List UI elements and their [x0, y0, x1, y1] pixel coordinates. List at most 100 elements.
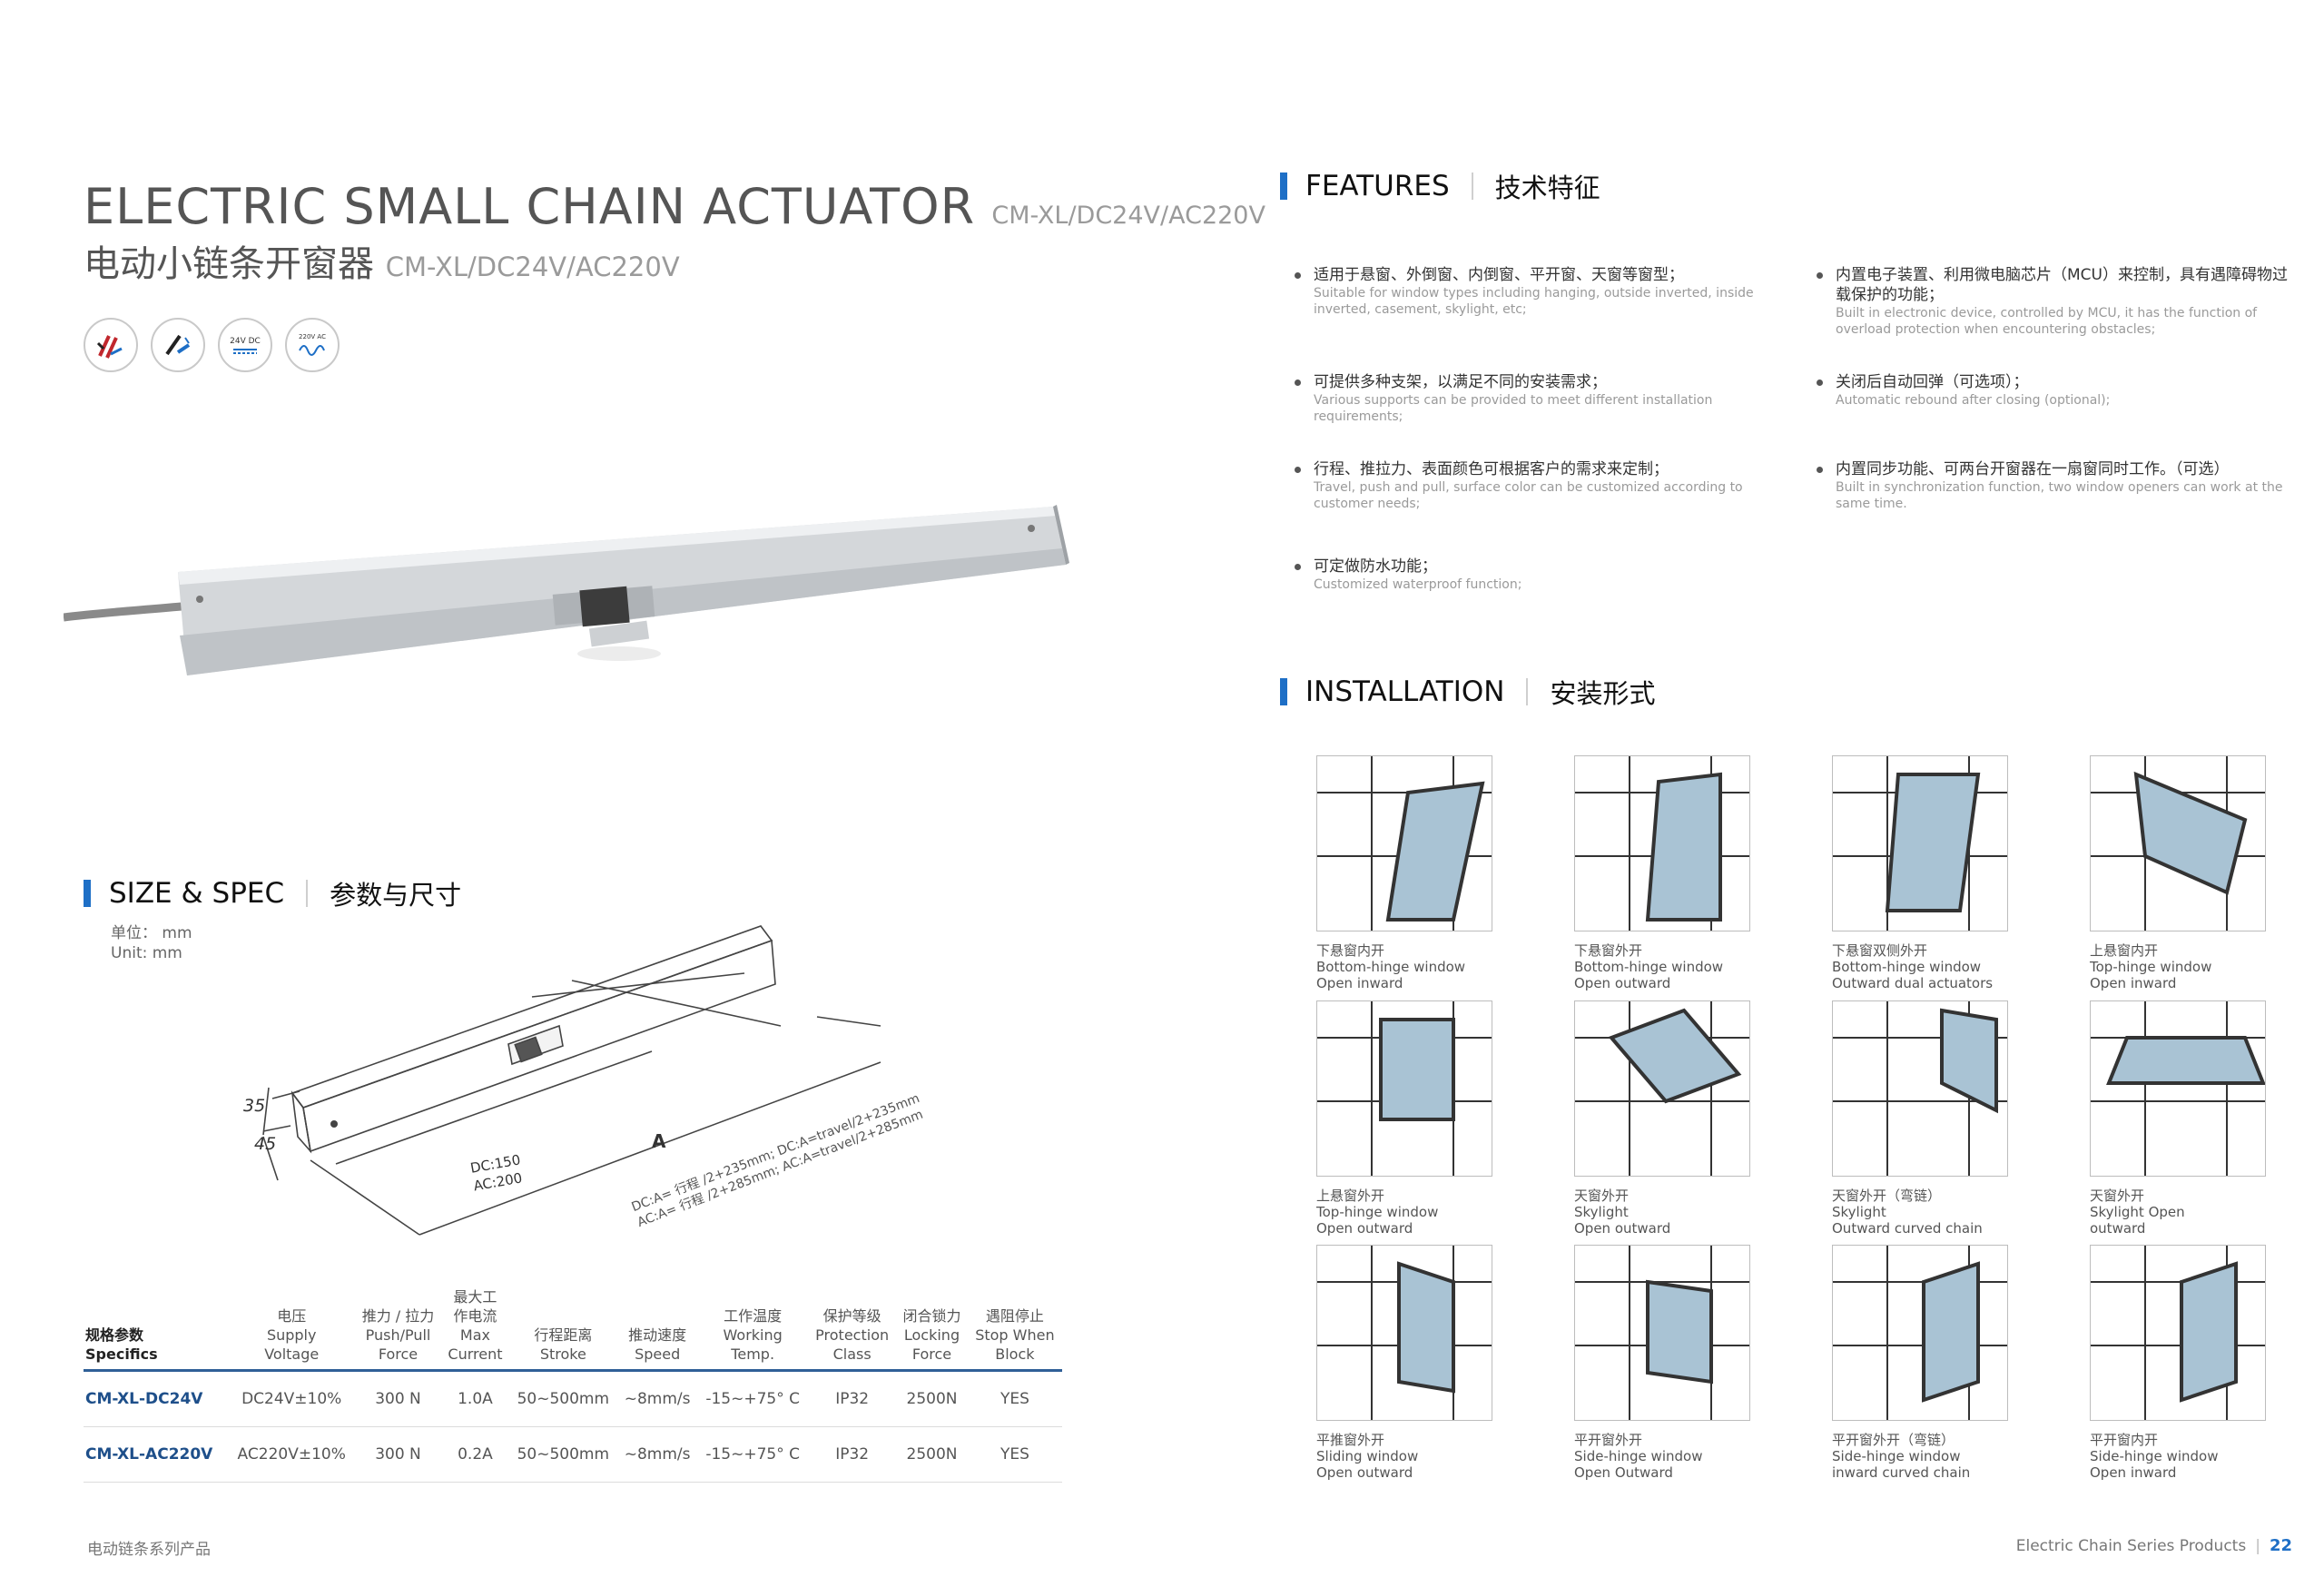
- features-heading: FEATURES 技术特征: [1280, 167, 1600, 205]
- dimension-drawing: 35 45 A DC:150 AC:200 DC:A= 行程 /2+235mm;…: [243, 925, 925, 1236]
- dim-a-label: A: [652, 1130, 666, 1152]
- feature-text-cn: 可提供多种支架，以满足不同的安装需求；: [1295, 372, 1768, 392]
- feature-text-cn: 可定做防水功能；: [1295, 557, 1768, 577]
- feature-text-en: Suitable for window types including hang…: [1314, 286, 1754, 317]
- ac-formula-note: AC:A= 行程 /2+285mm; AC:A=travel/2+285mm: [635, 1108, 925, 1230]
- model-cell: CM-XL-DC24V: [84, 1370, 229, 1427]
- footer-series-en: Electric Chain Series Products: [2015, 1536, 2247, 1555]
- skylight-outward-icon: [1574, 1000, 1750, 1177]
- size-spec-title-cn: 参数与尺寸: [330, 880, 462, 911]
- installation-heading: INSTALLATION 安装形式: [1280, 673, 1655, 711]
- spec-cell: -15~+75° C: [697, 1426, 809, 1483]
- feature-item: 可提供多种支架，以满足不同的安装需求；Various supports can …: [1295, 372, 1768, 425]
- product-title-cn: 电动小链条开窗器 CM-XL/DC24V/AC220V: [84, 243, 680, 285]
- features-title-cn: 技术特征: [1494, 172, 1600, 203]
- side-hinge-inward-icon: [2090, 1245, 2266, 1421]
- feature-text-en: Built in electronic device, controlled b…: [1836, 306, 2258, 337]
- spec-cell: YES: [967, 1426, 1062, 1483]
- skylight-curved-chain-icon: [1832, 1000, 2008, 1177]
- top-hinge-outward-icon: [1316, 1000, 1492, 1177]
- skylight-open-outward-icon: [2090, 1000, 2266, 1177]
- bottom-hinge-dual-icon: [1832, 755, 2008, 931]
- feature-item: 行程、推拉力、表面颜色可根据客户的需求来定制；Travel, push and …: [1295, 459, 1768, 512]
- footer-right: Electric Chain Series Products | 22: [2015, 1536, 2292, 1555]
- dim-45-label: 45: [254, 1134, 276, 1154]
- unit-label: 单位： mm Unit: mm: [111, 924, 192, 962]
- bottom-hinge-inward-icon: [1316, 755, 1492, 931]
- feature-text-cn: 内置电子装置、利用微电脑芯片（MCU）来控制，具有遇障碍物过载保护的功能；: [1817, 265, 2290, 305]
- feature-text-en: Customized waterproof function;: [1314, 577, 1522, 592]
- spec-cell: ~8mm/s: [617, 1370, 698, 1427]
- feature-text-en: Automatic rebound after closing (optiona…: [1836, 393, 2111, 408]
- rain-sensor-icon: [151, 318, 205, 372]
- feature-text-en: Various supports can be provided to meet…: [1314, 393, 1713, 424]
- spec-cell: ~8mm/s: [617, 1426, 698, 1483]
- product-photo: [64, 505, 1069, 675]
- spec-cell: 2500N: [896, 1426, 968, 1483]
- size-spec-title-en: SIZE & SPEC: [109, 877, 285, 910]
- spec-cell: YES: [967, 1370, 1062, 1427]
- page-number: 22: [2269, 1536, 2292, 1555]
- feature-text-cn: 适用于悬窗、外倒窗、内倒窗、平开窗、天窗等窗型；: [1295, 265, 1768, 285]
- feature-text-en: Travel, push and pull, surface color can…: [1314, 480, 1743, 511]
- feature-text-cn: 行程、推拉力、表面颜色可根据客户的需求来定制；: [1295, 459, 1768, 479]
- features-title-en: FEATURES: [1305, 170, 1450, 202]
- spec-cell: 50~500mm: [508, 1370, 618, 1427]
- feature-item: 可定做防水功能；Customized waterproof function;: [1295, 557, 1768, 593]
- feature-item: 内置电子装置、利用微电脑芯片（MCU）来控制，具有遇障碍物过载保护的功能；Bui…: [1817, 265, 2290, 338]
- spec-cell: -15~+75° C: [697, 1370, 809, 1427]
- dc-power-label: 24V DC: [230, 337, 261, 346]
- dim-35-label: 35: [243, 1096, 265, 1116]
- feature-item: 适用于悬窗、外倒窗、内倒窗、平开窗、天窗等窗型；Suitable for win…: [1295, 265, 1768, 318]
- spec-cell: 50~500mm: [508, 1426, 618, 1483]
- spec-cell: IP32: [808, 1370, 897, 1427]
- feature-item: 内置同步功能、可两台开窗器在一扇窗同时工作。（可选）Built in synch…: [1817, 459, 2290, 512]
- feature-badges: 24V DC 220V AC: [84, 318, 340, 372]
- spec-cell: 300 N: [354, 1426, 442, 1483]
- model-cell: CM-XL-AC220V: [84, 1426, 229, 1483]
- top-hinge-inward-icon: [2090, 755, 2266, 931]
- size-spec-heading: SIZE & SPEC 参数与尺寸: [84, 874, 461, 912]
- wind-rain-sensor-icon: [84, 318, 138, 372]
- spec-cell: 1.0A: [441, 1370, 509, 1427]
- product-model-en: CM-XL/DC24V/AC220V: [991, 202, 1265, 230]
- product-title-en: ELECTRIC SMALL CHAIN ACTUATOR CM-XL/DC24…: [84, 178, 1265, 235]
- sliding-window-outward-icon: [1316, 1245, 1492, 1421]
- side-hinge-outward-icon: [1574, 1245, 1750, 1421]
- footer-series-cn: 电动链条系列产品: [87, 1541, 211, 1559]
- spec-cell: 2500N: [896, 1370, 968, 1427]
- feature-item: 关闭后自动回弹（可选项）；Automatic rebound after clo…: [1817, 372, 2290, 409]
- feature-text-cn: 关闭后自动回弹（可选项）；: [1817, 372, 2290, 392]
- bottom-hinge-outward-icon: [1574, 755, 1750, 931]
- spec-cell: DC24V±10%: [228, 1370, 355, 1427]
